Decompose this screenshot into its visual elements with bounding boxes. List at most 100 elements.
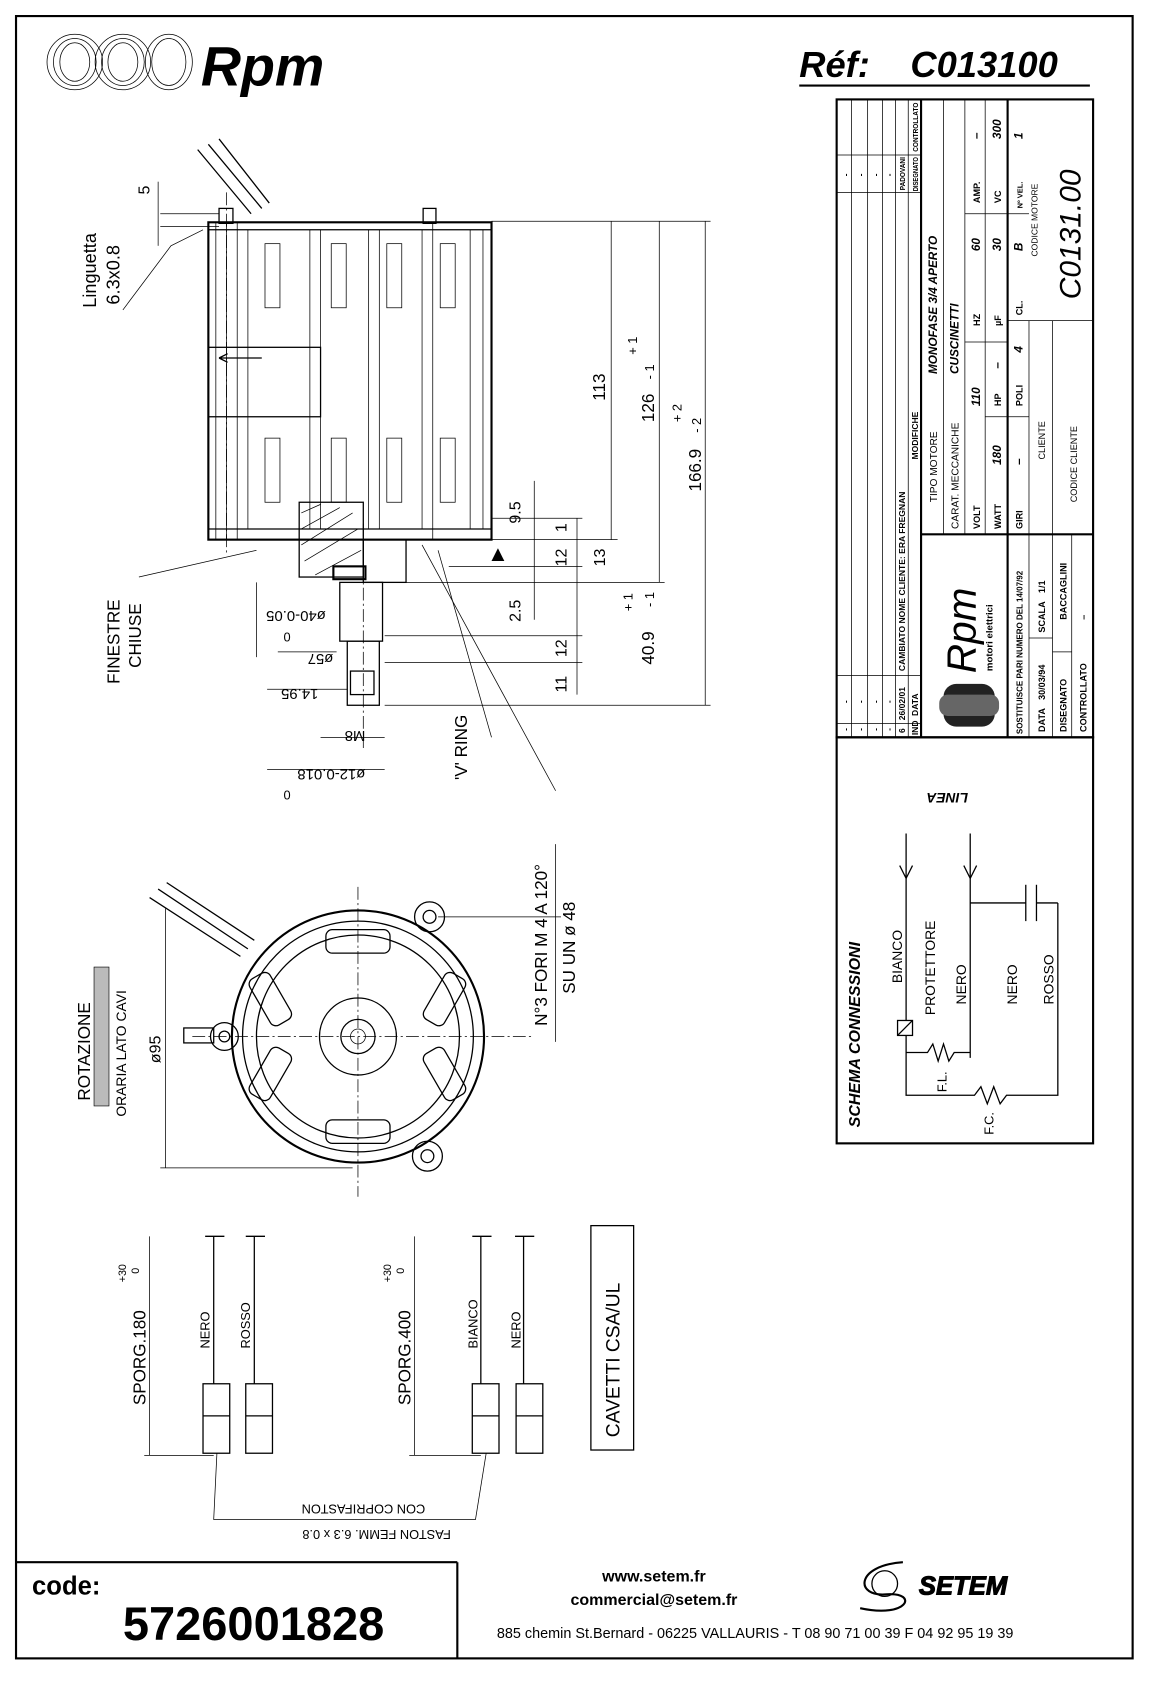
- website-link[interactable]: www.setem.fr: [601, 1567, 706, 1585]
- data-text: 30/03/94: [1037, 665, 1047, 700]
- controllato-text: –: [1079, 615, 1089, 620]
- sostituisce-text: SOSTITUISCE PARI NUMERO DEL 14/07/92: [1016, 570, 1025, 734]
- dim-13-text: 13: [591, 548, 609, 566]
- logo-sub-text: motori elettrici: [985, 604, 996, 671]
- linea-text: LINEA: [926, 790, 968, 806]
- dim-5: 5: [136, 186, 154, 195]
- cavetti-label: CAVETTI CSA/UL: [604, 1282, 625, 1437]
- faston-text: FASTON FEMM. 6.3 x 0.8: [302, 1527, 451, 1542]
- sheet-border: [14, 15, 1134, 1660]
- modifiche-text: MODIFICHE: [910, 411, 920, 459]
- poli-text: 4: [1013, 346, 1026, 354]
- disegnato-text: DISEGNATO: [913, 157, 920, 192]
- v-ring-label: 'V' RING: [452, 715, 471, 780]
- chiuse-label: CHIUSE: [126, 603, 145, 668]
- controllato-label-text: CONTROLLATO: [1079, 663, 1089, 732]
- tol-40-plus-text: + 1: [621, 593, 636, 611]
- watt-label-text: WATT: [993, 503, 1003, 528]
- carat-text: CUSCINETTI: [948, 303, 961, 374]
- footer: code: 5726001828 www.setem.fr commercial…: [16, 1561, 1013, 1659]
- motor-code: C0131.00: [1054, 169, 1087, 299]
- logo-brand-text: Rpm: [939, 587, 985, 673]
- wire-bianco-text: BIANCO: [466, 1299, 481, 1348]
- dim-113: 113: [590, 374, 609, 401]
- diameter-text: ø95: [146, 1036, 164, 1064]
- hp-text: –: [991, 362, 1004, 369]
- brand-text: SETEM: [919, 1572, 1008, 1600]
- uf-label-text: µF: [993, 315, 1003, 326]
- uf-text: 30: [991, 238, 1004, 252]
- fl-text: F.L.: [935, 1071, 950, 1092]
- setem-logo: SETEM: [859, 1561, 1008, 1612]
- cl-text: B: [1013, 242, 1026, 251]
- tol-166-plus-text: + 2: [670, 404, 685, 422]
- watt-text: 180: [991, 445, 1004, 465]
- vc-text: 300: [991, 119, 1004, 139]
- ref-label: Réf:: [799, 44, 870, 85]
- disegnato-text: PADOVANI: [898, 157, 907, 190]
- nero-1-text: NERO: [953, 964, 969, 1004]
- schema-title: SCHEMA CONNESSIONI: [846, 941, 864, 1127]
- data-label-text: DATA: [1037, 708, 1047, 732]
- dim-11-text: 11: [552, 676, 570, 693]
- disegnato-text: BACCAGLINI: [1058, 563, 1068, 620]
- tipo-motore-label-text: TIPO MOTORE: [929, 431, 940, 502]
- dim-166-9: 166.9: [686, 449, 705, 492]
- data-text: -: [884, 700, 894, 703]
- dim-40-9-text: 40.9: [639, 631, 658, 664]
- code-label: code:: [32, 1572, 100, 1600]
- modifiche-text: CAMBIATO NOME CLIENTE: ERA FREGNAN: [897, 492, 907, 671]
- disegnato-text: -: [884, 173, 894, 176]
- finestre-label: FINESTRE: [105, 599, 124, 683]
- motor-type: MONOFASE 3/4 APERTO: [927, 236, 940, 374]
- hp-label-text: HP: [993, 393, 1003, 406]
- lead-wires: SPORG.180 +30 0 SPORG.400 +30 0 NERO ROS…: [117, 1224, 635, 1542]
- sporg-180-tol-zero-text: 0: [130, 1268, 142, 1274]
- vel-text: 1: [1013, 132, 1026, 139]
- data-text: 26/02/01: [897, 687, 907, 720]
- data-text: -: [840, 700, 850, 703]
- volt-text: 110: [970, 387, 983, 406]
- disegnato-text: -: [855, 173, 865, 176]
- carat-label-text: CARAT. MECCANICHE: [950, 422, 961, 529]
- title-block-logo: Rpm motori elettrici: [939, 587, 1000, 727]
- cliente-label-text: CLIENTE: [1037, 421, 1047, 459]
- dim-2-5-text: 2.5: [506, 600, 524, 622]
- d14-text: 14.95: [281, 685, 318, 702]
- d12-tol-text: 0: [283, 788, 290, 803]
- data-text: -: [870, 700, 880, 703]
- data-text: DATA: [910, 694, 920, 716]
- linguetta-label: Linguetta: [80, 232, 100, 308]
- scala-label-text: SCALA: [1037, 601, 1047, 633]
- vc-label-text: VC: [993, 190, 1003, 203]
- amp-text: –: [970, 132, 983, 139]
- tol-126-minus-text: - 1: [642, 364, 657, 379]
- email-link[interactable]: commercial@setem.fr: [570, 1591, 737, 1609]
- scala-text: 1/1: [1037, 580, 1047, 593]
- nero-2-text: NERO: [1004, 964, 1020, 1004]
- fc-text: F.C.: [982, 1112, 997, 1135]
- data-text: -: [855, 700, 865, 703]
- linguetta-size: 6.3x0.8: [104, 245, 124, 305]
- ind-text: IND: [910, 720, 920, 735]
- rotation-arrow-icon: [93, 966, 110, 1107]
- d40-text: ø40-0.05: [266, 607, 326, 624]
- wire-nero-1-text: NERO: [197, 1311, 212, 1348]
- sporg-180-tol-plus-text: +30: [117, 1264, 129, 1282]
- protettore-text: PROTETTORE: [922, 921, 938, 1016]
- rpm-logo: Rpm: [46, 33, 324, 98]
- amp-label-text: AMP.: [972, 182, 982, 204]
- ind-text: 6: [897, 728, 907, 733]
- giri-label-text: GIRI: [1015, 510, 1025, 529]
- d40-tol-text: 0: [283, 630, 290, 645]
- ind-text: -: [884, 728, 894, 731]
- tol-126-plus-text: + 1: [625, 337, 640, 355]
- motor-front-view: ROTAZIONE ORARIA LATO CAVI ø95 N°3 FORI …: [75, 844, 579, 1197]
- dim-12b-text: 12: [552, 639, 570, 657]
- cl-label-text: CL.: [1015, 301, 1025, 316]
- holes-label: N°3 FORI M 4 A 120°: [532, 864, 551, 1026]
- ind-text: -: [840, 728, 850, 731]
- disegnato-label-text: DISEGNATO: [1058, 679, 1068, 732]
- title-block: - - - - - - - - - - - - 6 26/02/01 CAMBI…: [835, 98, 1095, 739]
